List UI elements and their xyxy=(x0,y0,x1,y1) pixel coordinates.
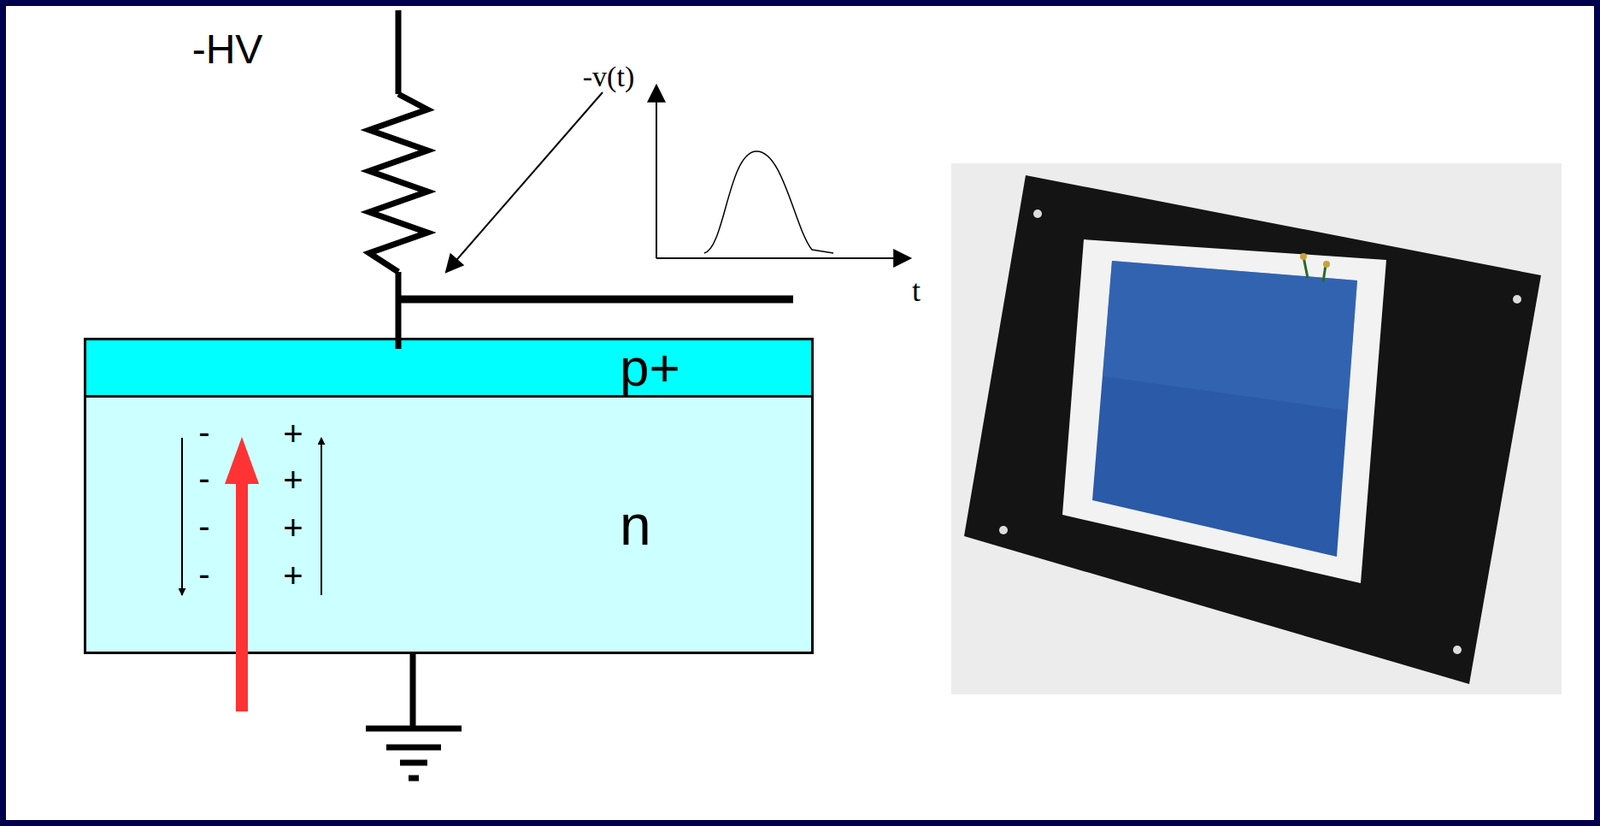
n-bulk: n xyxy=(83,394,814,654)
p-plus-layer: p+ xyxy=(83,337,814,398)
particle-arrow xyxy=(224,436,259,712)
voltage-label: -HV xyxy=(192,29,264,71)
detector-photo xyxy=(951,163,1562,695)
charge-sign: + xyxy=(282,510,303,545)
charge-sign: + xyxy=(282,462,303,497)
charge-sign: + xyxy=(282,558,303,593)
charge-sign: - xyxy=(198,414,210,449)
signal-graph xyxy=(656,85,911,259)
charge-sign: - xyxy=(198,460,210,495)
charge-sign: - xyxy=(198,508,210,543)
charge-sign: + xyxy=(282,416,303,451)
leader-line xyxy=(446,92,603,272)
electron-drift-arrow xyxy=(181,437,183,595)
axis-label: t xyxy=(911,275,921,306)
output-wire xyxy=(398,295,794,304)
region-label: p+ xyxy=(619,341,681,395)
signal-label: -v(t) xyxy=(582,62,635,92)
region-label: n xyxy=(619,496,652,553)
hole-drift-arrow xyxy=(320,437,323,595)
charge-sign: - xyxy=(198,556,210,591)
ground-symbol xyxy=(365,652,462,778)
